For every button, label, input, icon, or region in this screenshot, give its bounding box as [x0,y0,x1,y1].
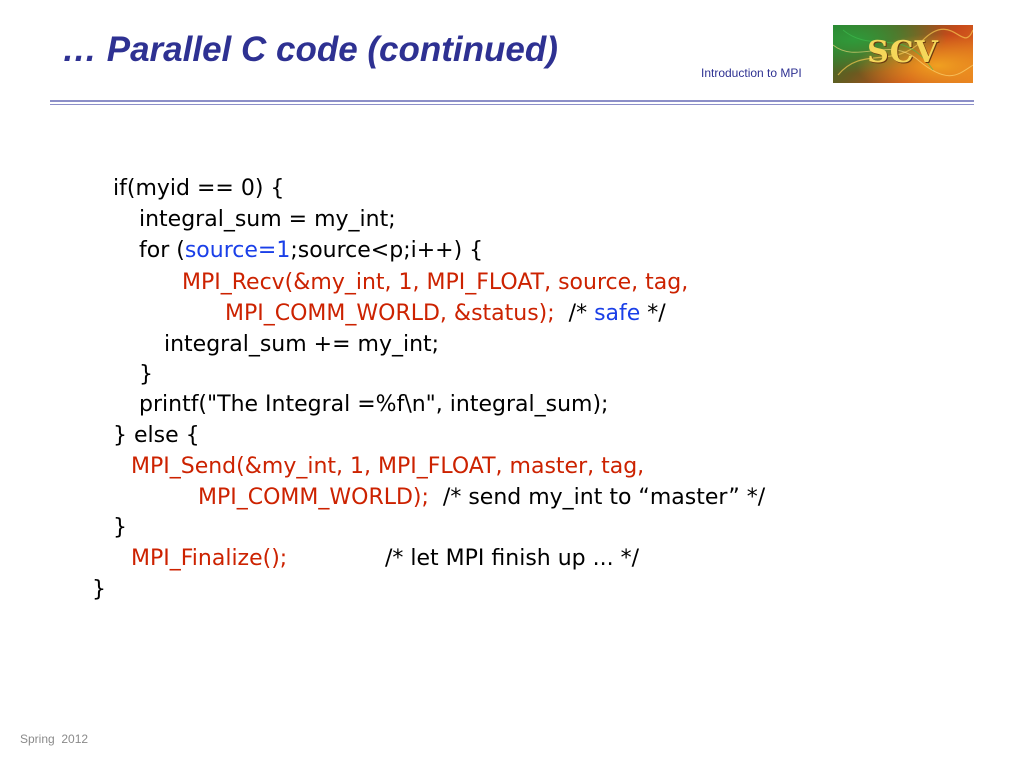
code-highlight: source=1 [184,238,291,263]
code-line: if(myid == 0) { [113,174,284,204]
code-line: printf("The Integral =%f\n", integral_su… [139,390,608,420]
code-text: if(myid == 0) { [113,176,285,201]
code-text: } [92,577,106,602]
code-call: MPI_Finalize(); [131,546,288,571]
slide-title: … Parallel C code (continued) [62,30,558,69]
code-text: } [139,362,153,387]
code-comment: /* send my_int to “master” */ [428,485,766,510]
code-line: MPI_COMM_WORLD, &status); /* safe */ [225,299,666,329]
code-line: MPI_Send(&my_int, 1, MPI_FLOAT, master, … [131,452,644,482]
code-line: } [139,360,153,390]
code-line: for (source=1;source<p;i++) { [139,236,483,266]
logo-pattern-icon [833,28,973,77]
code-line: } [113,513,127,543]
code-line: /* let MPI finish up ... */ [385,544,639,574]
scv-logo: SCV [833,25,973,83]
slide-footer: Spring 2012 [20,732,89,746]
code-comment: /* let MPI finish up ... */ [385,546,639,571]
code-text: integral_sum += my_int; [164,332,440,357]
header-divider-thin [50,104,974,105]
code-line: MPI_COMM_WORLD); /* send my_int to “mast… [198,483,765,513]
code-line: MPI_Recv(&my_int, 1, MPI_FLOAT, source, … [182,268,688,298]
code-line: } else { [113,421,200,451]
code-text: printf("The Integral =%f\n", integral_su… [139,392,609,417]
code-text: ;source<p;i++) { [290,238,484,263]
code-text: integral_sum = my_int; [139,207,396,232]
code-text: for ( [139,238,185,263]
code-line: integral_sum = my_int; [139,205,396,235]
code-call: MPI_COMM_WORLD); [198,485,429,510]
code-comment: /* [554,301,595,326]
code-comment: */ [640,301,666,326]
code-text: } else { [113,423,200,448]
code-line: integral_sum += my_int; [164,330,439,360]
header-divider [50,100,974,102]
code-line: } [92,575,106,605]
code-line: MPI_Finalize(); [131,544,287,574]
code-call: MPI_Send(&my_int, 1, MPI_FLOAT, master, … [131,454,645,479]
code-call: MPI_Recv(&my_int, 1, MPI_FLOAT, source, … [182,270,689,295]
slide-subtitle: Introduction to MPI [701,66,802,80]
code-highlight: safe [594,301,641,326]
code-call: MPI_COMM_WORLD, &status); [225,301,555,326]
logo-text: SCV [867,35,939,70]
code-text: } [113,515,127,540]
